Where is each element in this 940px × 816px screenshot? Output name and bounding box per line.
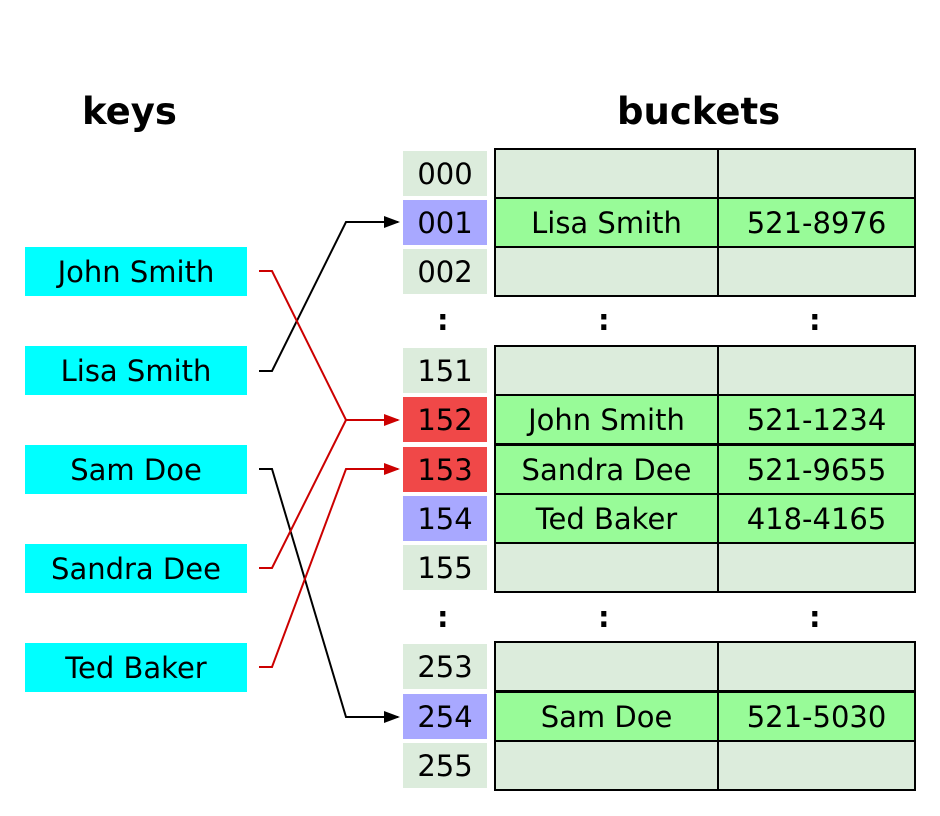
ellipsis-index-1: : [437, 303, 449, 337]
key-john-smith: John Smith [25, 247, 247, 296]
bucket-phone-254: 521-5030 [717, 691, 916, 742]
arrow-lisa-smith-to-001 [259, 216, 400, 372]
bucket-name-000 [494, 148, 719, 199]
bucket-name-151 [494, 345, 719, 396]
bucket-index-002: 002 [403, 249, 487, 294]
bucket-phone-154: 418-4165 [717, 493, 916, 544]
bucket-name-153: Sandra Dee [494, 444, 719, 495]
bucket-index-254: 254 [403, 694, 487, 739]
bucket-index-152: 152 [403, 397, 487, 442]
ellipsis-phone-1: : [809, 303, 821, 337]
bucket-name-002 [494, 246, 719, 297]
ellipsis-index-2: : [437, 600, 449, 634]
bucket-phone-153: 521-9655 [717, 444, 916, 495]
arrow-ted-baker-to-153 [259, 463, 400, 668]
bucket-phone-255 [717, 740, 916, 791]
arrow-sam-doe-to-254 [259, 468, 400, 723]
bucket-index-253: 253 [403, 644, 487, 689]
bucket-phone-152: 521-1234 [717, 394, 916, 445]
ellipsis-name-1: : [598, 303, 610, 337]
arrow-john-smith-to-152 [259, 270, 400, 426]
bucket-index-151: 151 [403, 348, 487, 393]
bucket-index-000: 000 [403, 151, 487, 196]
ellipsis-name-2: : [598, 600, 610, 634]
bucket-name-001: Lisa Smith [494, 197, 719, 248]
buckets-heading: buckets [617, 90, 781, 133]
bucket-index-153: 153 [403, 447, 487, 492]
key-sandra-dee: Sandra Dee [25, 544, 247, 593]
bucket-name-255 [494, 740, 719, 791]
key-sam-doe: Sam Doe [25, 445, 247, 494]
bucket-index-255: 255 [403, 743, 487, 788]
bucket-index-154: 154 [403, 496, 487, 541]
bucket-index-155: 155 [403, 545, 487, 590]
bucket-phone-002 [717, 246, 916, 297]
bucket-name-254: Sam Doe [494, 691, 719, 742]
bucket-name-152: John Smith [494, 394, 719, 445]
bucket-phone-155 [717, 542, 916, 593]
keys-heading: keys [82, 90, 177, 133]
key-lisa-smith: Lisa Smith [25, 346, 247, 395]
ellipsis-phone-2: : [809, 600, 821, 634]
key-ted-baker: Ted Baker [25, 643, 247, 692]
arrow-sandra-dee-to-152 [259, 419, 347, 569]
bucket-index-001: 001 [403, 200, 487, 245]
